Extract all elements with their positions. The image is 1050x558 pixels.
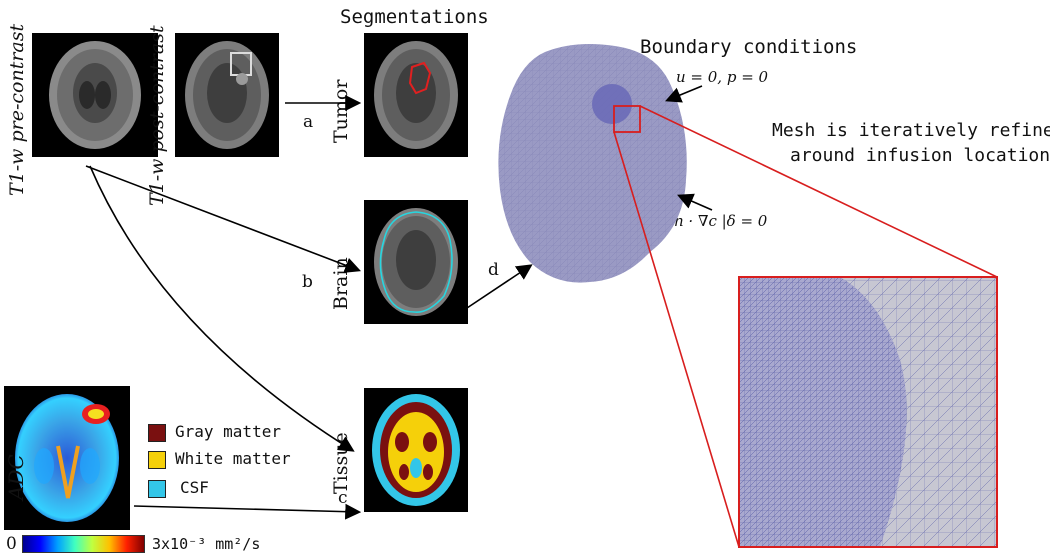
- colorbar-min-label: 0: [6, 534, 17, 554]
- zoom-line-bottom: [613, 131, 740, 548]
- tissue-map: [372, 394, 460, 506]
- arrow-label-c: c: [338, 488, 348, 508]
- bc-bottom-arrow: [677, 193, 713, 211]
- legend-label-gray-matter: Gray matter: [175, 422, 281, 441]
- colorbar-max-label: 3x10⁻³ mm²/s: [152, 535, 261, 553]
- brain-mesh: [498, 44, 687, 283]
- arrow-b: [85, 165, 361, 273]
- arrow-c: [133, 503, 362, 520]
- mesh-note-line2: around infusion location.: [790, 145, 1050, 166]
- mri-brain-seg: [364, 200, 468, 324]
- colorbar: [22, 535, 145, 553]
- brain-slice-post: [185, 41, 269, 149]
- tumor-outline: [408, 61, 432, 95]
- brain-slice-tumor: [374, 41, 458, 149]
- tissue-seg: [364, 388, 468, 512]
- infusion-region: [592, 84, 632, 124]
- arrow-label-b: b: [302, 272, 313, 292]
- zoomed-mesh-frame: [738, 276, 998, 548]
- brain-outline: [379, 211, 453, 313]
- mri-pre-contrast: [32, 33, 158, 157]
- zoomed-mesh: [739, 277, 997, 547]
- zoom-line-top: [639, 105, 998, 278]
- legend-label-csf: CSF: [180, 478, 209, 497]
- legend-label-white-matter: White matter: [175, 449, 291, 468]
- arrow-pre-to-tissue: [89, 165, 355, 452]
- arrow-label-d: d: [488, 260, 499, 280]
- bc-top-label: u = 0, p = 0: [676, 68, 769, 86]
- mri-tumor-seg: [364, 33, 468, 157]
- adc-map: [4, 386, 130, 530]
- legend-swatch-white-matter: [148, 451, 166, 469]
- brain-slice-pre: [49, 41, 141, 149]
- bc-top-arrow: [665, 85, 703, 103]
- brain-slice-brain: [374, 208, 458, 316]
- zoom-source-box: [613, 105, 641, 133]
- adc-image: [15, 394, 119, 522]
- title-boundary-conditions: Boundary conditions: [640, 36, 858, 58]
- bc-bottom-label: n · ∇c |δ = 0: [674, 212, 768, 230]
- title-segmentations: Segmentations: [340, 6, 489, 28]
- legend-swatch-csf: [148, 480, 166, 498]
- arrow-label-a: a: [303, 112, 314, 132]
- legend-swatch-gray-matter: [148, 424, 166, 442]
- arrow-d: [466, 264, 533, 309]
- mri-post-contrast: [175, 33, 279, 157]
- mesh-note-line1: Mesh is iteratively refined: [772, 120, 1050, 141]
